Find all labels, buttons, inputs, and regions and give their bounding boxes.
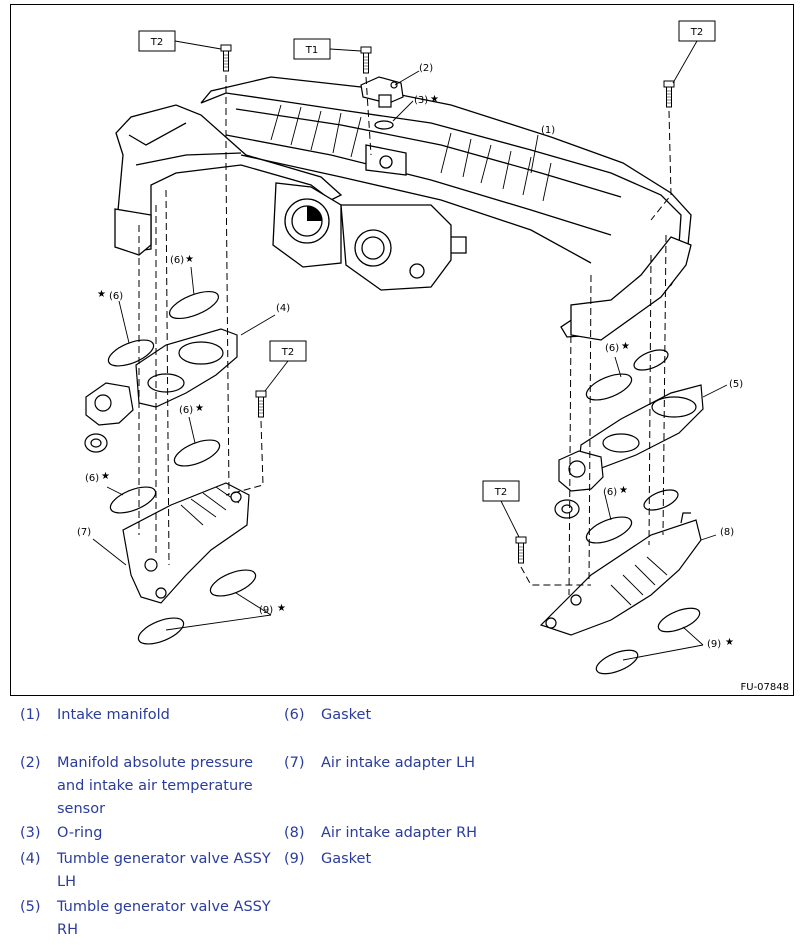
star-icon: ★ xyxy=(195,403,204,414)
star-icon: ★ xyxy=(185,254,194,265)
gaskets xyxy=(107,290,701,675)
callout-label: (6) xyxy=(179,405,193,416)
callout-label: (9) xyxy=(259,605,273,616)
legend-number: (9) xyxy=(284,851,305,867)
legend-number: (6) xyxy=(284,707,305,723)
legend-text: Gasket xyxy=(321,707,372,723)
bolt-icon xyxy=(360,46,372,74)
torque-label: T2 xyxy=(150,37,163,48)
legend-number: (2) xyxy=(20,755,41,771)
callout-label: (9) xyxy=(707,639,721,650)
star-icon: ★ xyxy=(725,637,734,648)
bolt-icon xyxy=(255,390,267,418)
legend-number: (1) xyxy=(20,707,41,723)
bolt-icon xyxy=(515,536,527,564)
torque-label: T2 xyxy=(494,487,507,498)
legend-number: (7) xyxy=(284,755,305,771)
legend-text: Air intake adapter RH xyxy=(321,825,478,841)
legend-number: (4) xyxy=(20,851,41,867)
legend-number: (8) xyxy=(284,825,305,841)
star-icon: ★ xyxy=(619,485,628,496)
callout-label: (8) xyxy=(720,527,734,538)
assembly-lines xyxy=(138,75,672,596)
legend-text: Manifold absolute pressure and intake ai… xyxy=(57,755,254,817)
bolt-icon xyxy=(220,44,232,72)
star-icon: ★ xyxy=(621,341,630,352)
legend-text: Air intake adapter LH xyxy=(321,755,476,771)
tumble-generator-valve-rh xyxy=(554,384,704,519)
callout-label: (1) xyxy=(541,125,555,136)
callout-label: (7) xyxy=(77,527,91,538)
callout-label: (3) xyxy=(414,95,428,106)
legend-text: Intake manifold xyxy=(57,707,170,723)
legend-text: Tumble generator valve ASSY LH xyxy=(57,851,271,890)
tumble-generator-valve-lh xyxy=(84,328,238,453)
callout-label: (5) xyxy=(729,379,743,390)
map-sensor xyxy=(360,76,404,108)
bolt-icon xyxy=(663,80,675,108)
legend-text: Gasket xyxy=(321,851,372,867)
exploded-diagram: T2 T1 T2 T2 T2 (1) (2) (3) ★ (4) (5) (6)… xyxy=(10,4,794,696)
callout-label: (6) xyxy=(85,473,99,484)
callout-label: (2) xyxy=(419,63,433,74)
legend-text: O-ring xyxy=(57,825,103,841)
star-icon: ★ xyxy=(97,289,106,300)
legend-number: (5) xyxy=(20,899,41,915)
air-intake-adapter-lh xyxy=(122,482,250,604)
star-icon: ★ xyxy=(277,603,286,614)
torque-label: T1 xyxy=(305,45,318,56)
callout-label: (4) xyxy=(276,303,290,314)
star-icon: ★ xyxy=(101,471,110,482)
parts-legend: (1) Intake manifold (2) Manifold absolut… xyxy=(0,700,804,945)
o-ring xyxy=(374,120,394,130)
callout-label: (6) xyxy=(170,255,184,266)
callout-label: (6) xyxy=(605,343,619,354)
diagram-canvas: T2 T1 T2 T2 T2 (1) (2) (3) ★ (4) (5) (6)… xyxy=(77,20,743,675)
leader-lines xyxy=(92,70,728,661)
star-icon: ★ xyxy=(430,94,439,105)
torque-label: T2 xyxy=(690,27,703,38)
legend-number: (3) xyxy=(20,825,41,841)
torque-labels: T2 T1 T2 T2 T2 xyxy=(138,20,716,538)
callout-label: (6) xyxy=(109,291,123,302)
intake-manifold xyxy=(114,76,692,341)
callouts: (1) (2) (3) ★ (4) (5) (6) ★ ★ (6) (6) ★ … xyxy=(77,63,743,650)
legend-text: Tumble generator valve ASSY RH xyxy=(57,899,271,938)
torque-label: T2 xyxy=(281,347,294,358)
callout-label: (6) xyxy=(603,487,617,498)
figure-id: FU-07848 xyxy=(740,682,790,693)
